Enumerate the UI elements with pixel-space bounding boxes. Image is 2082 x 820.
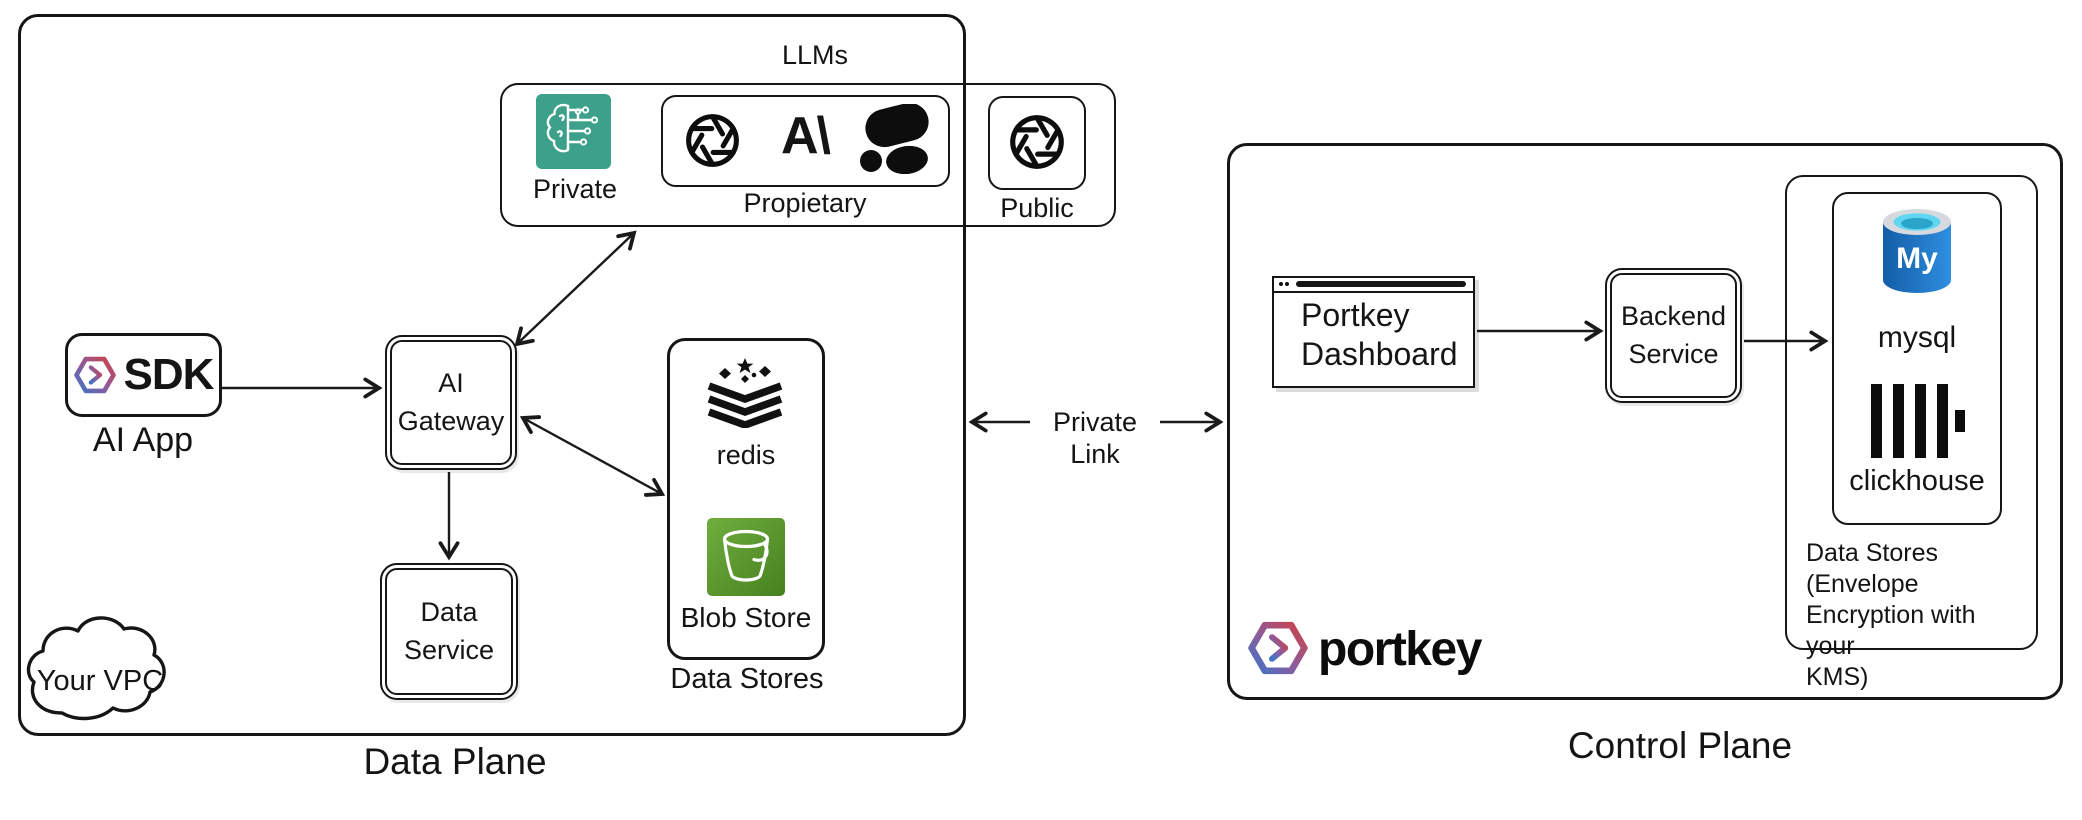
public-box <box>988 96 1086 190</box>
private-link-label: Private Link <box>1052 407 1138 469</box>
portkey-logo-icon <box>1247 618 1309 678</box>
sdk-box: SDK <box>65 333 222 417</box>
mysql-mark: My <box>1896 242 1938 275</box>
openai-icon-public <box>1006 111 1068 173</box>
private-label: Private <box>532 174 618 204</box>
clickhouse-icon <box>1871 384 1965 458</box>
data-plane-label: Data Plane <box>363 741 547 782</box>
proprietary-box <box>661 95 950 187</box>
address-bar <box>1296 281 1466 287</box>
window-titlebar <box>1274 278 1473 293</box>
cloud-icon <box>26 616 166 721</box>
mysql-icon: My <box>1883 209 1951 293</box>
anthropic-icon: A\ <box>781 107 831 165</box>
portkey-wordmark: portkey <box>1318 623 1482 676</box>
ai-app-label: AI App <box>92 421 194 459</box>
mysql-label: mysql <box>1877 321 1957 354</box>
sdk-label: SDK <box>123 350 215 399</box>
dashboard-label: Portkey Dashboard <box>1301 297 1458 372</box>
ai-gateway-label: AI Gateway <box>397 367 505 436</box>
window-dot-icon <box>1279 282 1283 286</box>
llms-label: LLMs <box>781 40 849 70</box>
data-service-box: Data Service <box>380 563 518 700</box>
s3-bucket-icon <box>722 529 770 582</box>
redis-label: redis <box>716 440 776 470</box>
blob-shapes-icon <box>860 104 929 174</box>
backend-service-label: Backend Service <box>1620 300 1727 369</box>
blob-store-label: Blob Store <box>680 602 812 633</box>
redis-icon <box>707 358 783 428</box>
public-label: Public <box>1000 193 1074 223</box>
portkey-hexagon-icon <box>74 354 116 396</box>
data-stores-label: Data Stores <box>670 663 824 695</box>
blob-store-tile <box>707 518 785 596</box>
vpc-label: Your VPC <box>36 665 164 697</box>
data-service-label: Data Service <box>403 596 495 665</box>
portkey-dashboard-window: Portkey Dashboard <box>1272 276 1475 388</box>
data-stores-box <box>667 338 825 660</box>
proprietary-label: Propietary <box>743 188 867 218</box>
llms-box <box>500 83 1116 227</box>
clickhouse-label: clickhouse <box>1849 465 1985 497</box>
private-llm-tile <box>536 94 611 169</box>
backend-service-box: Backend Service <box>1605 268 1742 403</box>
window-dot-icon <box>1285 282 1289 286</box>
brain-circuit-icon <box>546 103 599 153</box>
control-plane-box <box>1227 143 2063 700</box>
ai-gateway-box: AI Gateway <box>385 335 517 470</box>
data-plane-box <box>18 14 966 736</box>
kms-data-stores-box <box>1785 175 2038 650</box>
kms-caption: Data Stores (Envelope Encryption with yo… <box>1806 539 1976 691</box>
control-plane-label: Control Plane <box>1567 725 1793 766</box>
openai-icon <box>682 110 743 171</box>
